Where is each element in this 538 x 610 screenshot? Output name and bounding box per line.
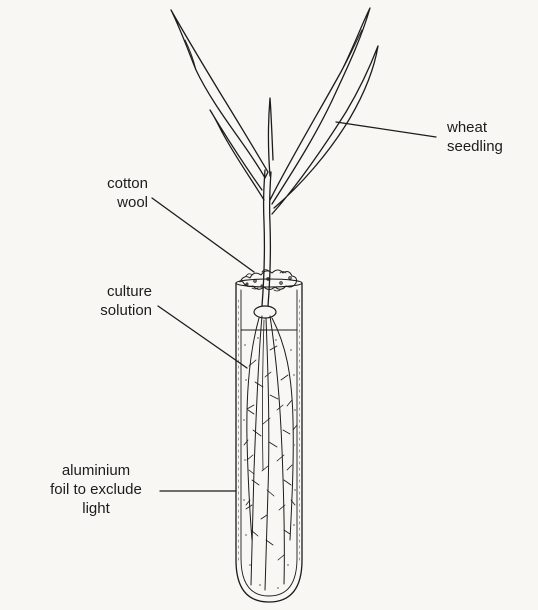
label-cotton-wool: cotton wool (86, 174, 148, 212)
leaf-right (270, 8, 370, 204)
label-aluminium-foil: aluminium foil to exclude light (34, 461, 158, 518)
leaf-left (171, 10, 268, 178)
roots (244, 316, 297, 590)
label-culture-solution-line2: solution (70, 301, 152, 320)
label-wheat-seedling-line2: seedling (447, 137, 503, 156)
label-culture-solution-line1: culture (70, 282, 152, 301)
label-aluminium-foil-line1: aluminium (34, 461, 158, 480)
label-wheat-seedling-line1: wheat (447, 118, 503, 137)
label-culture-solution: culture solution (70, 282, 152, 320)
leader-culture-solution (158, 306, 247, 368)
label-aluminium-foil-line2: foil to exclude (34, 480, 158, 499)
leader-wheat-seedling (336, 122, 436, 137)
leaf-center (269, 98, 274, 176)
label-wheat-seedling: wheat seedling (447, 118, 503, 156)
leaf-left-lower (210, 110, 264, 200)
seedling-leaves (171, 8, 378, 214)
seed (254, 306, 276, 318)
label-cotton-wool-line2: wool (86, 193, 148, 212)
leader-cotton-wool (152, 198, 254, 272)
seedling-stem (262, 170, 271, 306)
leaf-right-lower (272, 46, 378, 214)
label-cotton-wool-line1: cotton (86, 174, 148, 193)
label-aluminium-foil-line3: light (34, 499, 158, 518)
